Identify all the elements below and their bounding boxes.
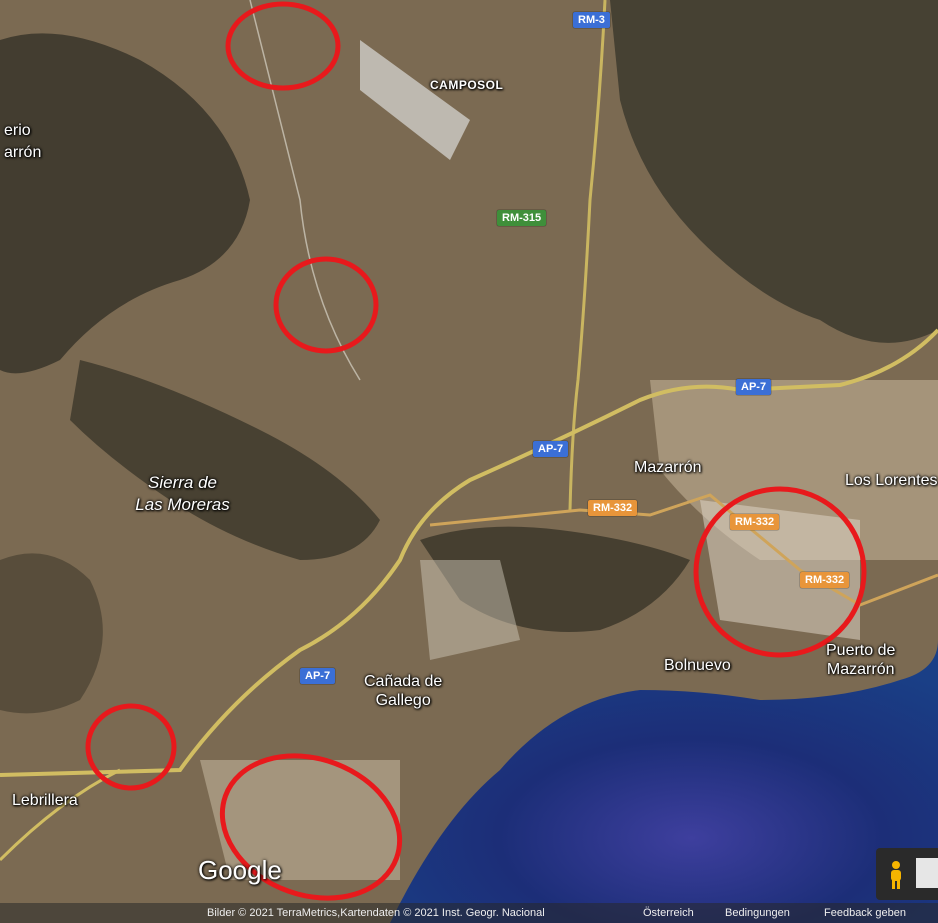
place-label-los-lorentes: Los Lorentes <box>845 472 938 489</box>
road-shield-ap7: AP-7 <box>300 668 336 684</box>
road-shield-ap7: AP-7 <box>736 379 772 395</box>
annotation-circle <box>693 486 867 658</box>
google-logo: Google <box>198 855 282 885</box>
place-label-camposol: CAMPOSOL <box>430 78 504 92</box>
attribution-text: Bilder © 2021 TerraMetrics,Kartendaten ©… <box>207 907 545 919</box>
mountain-label-line1: Sierra de <box>148 473 217 492</box>
place-label-canada-line2: Gallego <box>375 692 431 709</box>
mountain-label-line2: Las Moreras <box>135 495 230 514</box>
annotation-circle <box>219 753 403 901</box>
place-label-erio: erio <box>4 122 31 139</box>
road-shield-rm332: RM-332 <box>588 500 638 516</box>
place-label-canada-line1: Cañada de <box>364 673 443 690</box>
terms-link[interactable]: Bedingungen <box>725 907 790 919</box>
street-view-control[interactable] <box>876 848 938 900</box>
satellite-tile-icon[interactable] <box>916 858 938 888</box>
place-label-puerto: Puerto de Mazarrón <box>826 641 895 679</box>
annotation-circle <box>225 1 341 91</box>
feedback-link[interactable]: Feedback geben <box>824 907 906 919</box>
road-shield-ap7: AP-7 <box>533 441 569 457</box>
annotation-circle <box>273 256 379 354</box>
place-label-lebrillera: Lebrillera <box>12 792 78 809</box>
road-shield-rm332: RM-332 <box>800 572 850 588</box>
road-shield-rm315: RM-315 <box>497 210 547 226</box>
region-link[interactable]: Österreich <box>643 907 694 919</box>
place-label-bolnuevo: Bolnuevo <box>664 657 731 674</box>
attribution-bar: Bilder © 2021 TerraMetrics,Kartendaten ©… <box>0 903 938 923</box>
road-shield-rm332: RM-332 <box>730 514 780 530</box>
mountain-label-sierra: Sierra de Las Moreras <box>120 472 245 516</box>
annotation-circle <box>85 703 177 791</box>
place-label-arron: arrón <box>4 144 42 161</box>
place-label-puerto-line1: Puerto de <box>826 642 896 659</box>
road-shield-rm3: RM-3 <box>573 12 610 28</box>
place-label-puerto-line2: Mazarrón <box>826 661 895 678</box>
place-label-mazarron: Mazarrón <box>634 459 702 476</box>
place-label-canada: Cañada de Gallego <box>364 672 442 710</box>
pegman-icon[interactable] <box>884 860 908 890</box>
